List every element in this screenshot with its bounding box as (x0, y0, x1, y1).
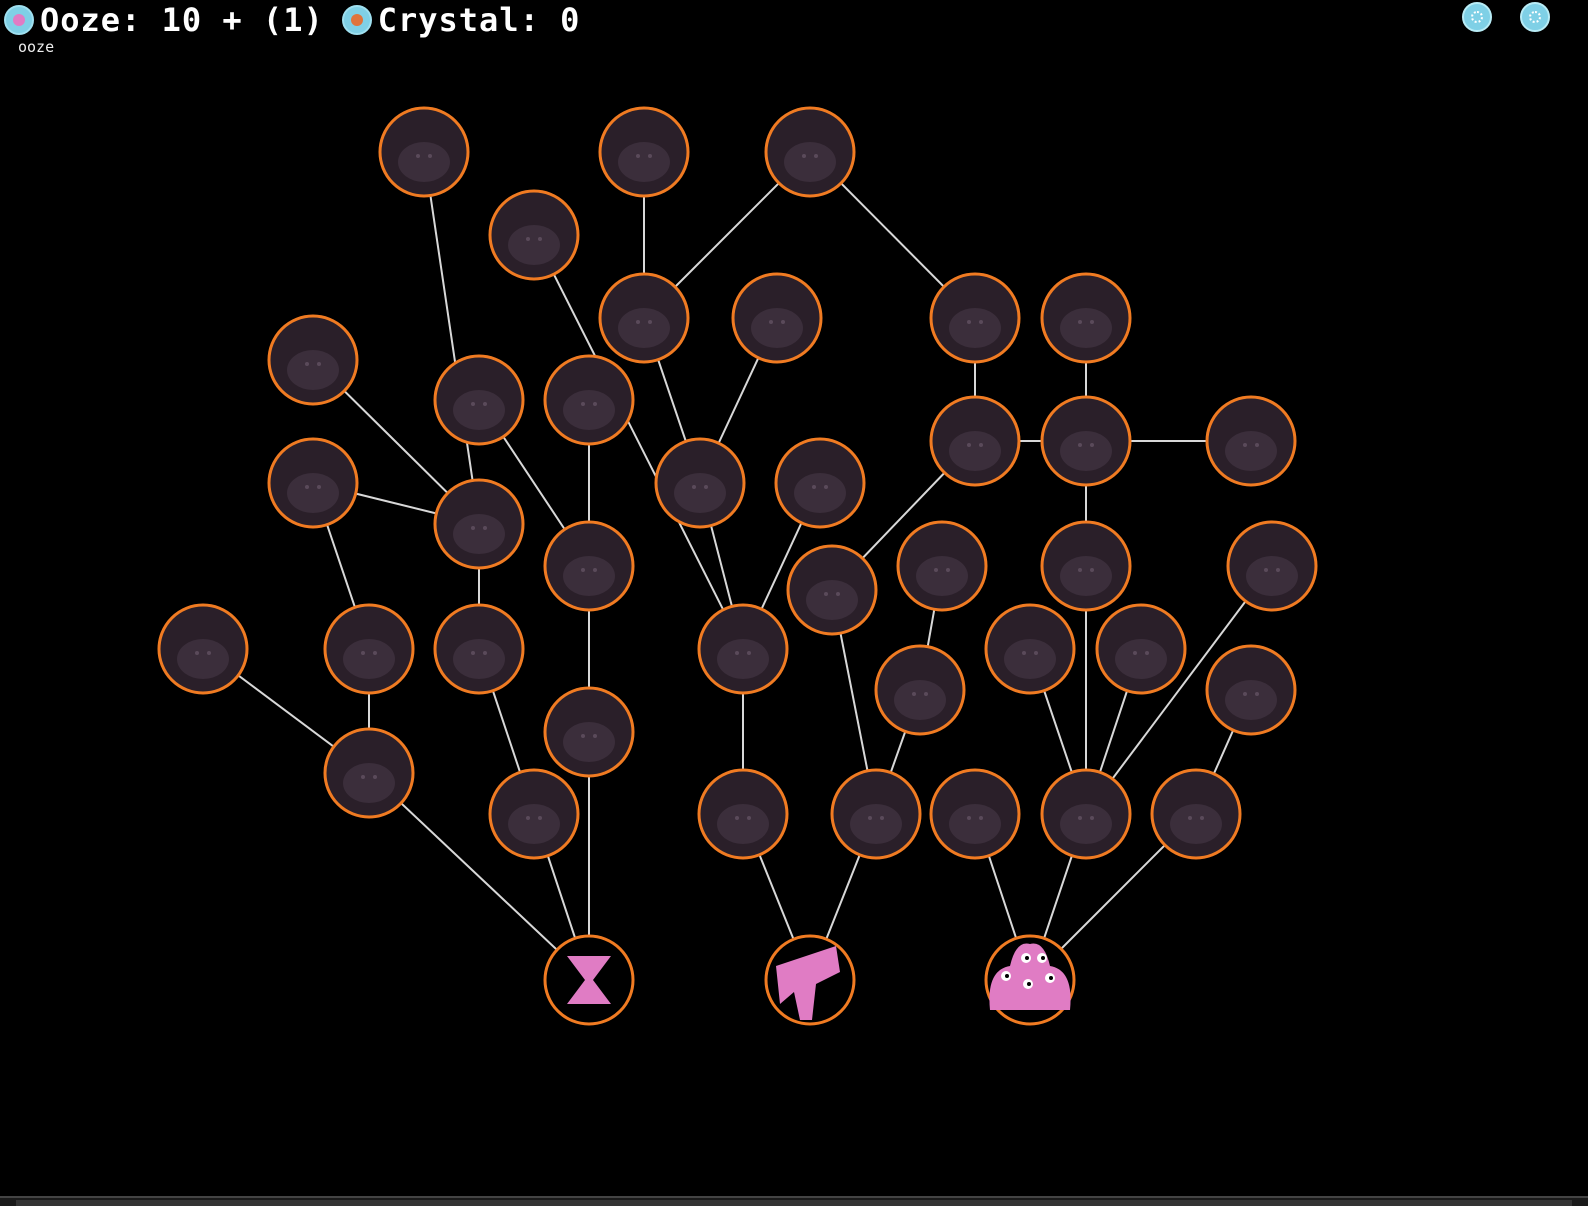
ghost-icon (916, 556, 968, 596)
n-spider-web[interactable] (433, 354, 525, 446)
jellyfish-icon (563, 722, 615, 762)
n-cursed-altar[interactable] (378, 106, 470, 198)
spider-icon (453, 390, 505, 430)
mushroom-slime-icon (563, 390, 615, 430)
n-chain[interactable] (1205, 395, 1297, 487)
n-rune[interactable] (929, 395, 1021, 487)
crystal-counter: Crystal: 0 (377, 1, 581, 39)
n-castle[interactable] (267, 314, 359, 406)
n-rift-slime[interactable] (764, 934, 856, 1026)
castle-hill-icon (287, 350, 339, 390)
n-flower[interactable] (786, 544, 878, 636)
n-multi-eye-slime[interactable] (984, 934, 1076, 1026)
n-jellyfish[interactable] (543, 686, 635, 778)
box-icon (794, 473, 846, 513)
n-factory[interactable] (598, 272, 690, 364)
n-hat[interactable] (984, 603, 1076, 695)
n-cracked-egg[interactable] (929, 768, 1021, 860)
tiny-mark-icon (949, 308, 1001, 348)
slime-blob-icon (1060, 431, 1112, 471)
n-box[interactable] (774, 437, 866, 529)
rune-scribble-icon (949, 431, 1001, 471)
chain-loop-icon (1225, 431, 1277, 471)
settings-gear-icon[interactable] (1462, 2, 1492, 32)
flower-icon (806, 580, 858, 620)
menu-gear-icon[interactable] (1520, 2, 1550, 32)
n-ghost[interactable] (896, 520, 988, 612)
monster-icon (894, 680, 946, 720)
slime-drop-icon (343, 763, 395, 803)
n-angry-block[interactable] (764, 106, 856, 198)
bird-shield-icon (287, 473, 339, 513)
lightning-bolt-icon (508, 225, 560, 265)
tree-edge (533, 234, 744, 650)
n-storm-cloud[interactable] (731, 272, 823, 364)
crosshair-icon (177, 639, 229, 679)
n-spike[interactable] (433, 478, 525, 570)
n-small-dot[interactable] (929, 272, 1021, 364)
slime-smile-icon (850, 804, 902, 844)
hourglass-icon (567, 956, 611, 1004)
scrollbar-thumb[interactable] (16, 1200, 1572, 1206)
tree-edge (1085, 565, 1273, 815)
n-slime-smile[interactable] (830, 768, 922, 860)
spike-icon (453, 514, 505, 554)
n-lightning[interactable] (488, 189, 580, 281)
sleep-z-icon (1225, 680, 1277, 720)
n-spider-legs[interactable] (1150, 768, 1242, 860)
tree-edge (423, 151, 480, 525)
n-slime-drop[interactable] (323, 727, 415, 819)
n-crosshair[interactable] (157, 603, 249, 695)
resource-bar: Ooze: 10 + (1) Crystal: 0 (0, 0, 594, 40)
horizontal-scrollbar[interactable] (0, 1196, 1588, 1206)
n-clover-slime[interactable] (697, 768, 789, 860)
tombstone-icon (343, 639, 395, 679)
n-axe[interactable] (1095, 603, 1187, 695)
rift-slime-icon (776, 946, 840, 1020)
n-diamond[interactable] (654, 437, 746, 529)
bone-icon (1246, 556, 1298, 596)
diamond-icon (674, 473, 726, 513)
factory-icon (618, 308, 670, 348)
n-quill[interactable] (1040, 272, 1132, 364)
n-web-eye[interactable] (543, 520, 635, 612)
n-pinwheel[interactable] (488, 768, 580, 860)
angry-block-icon (784, 142, 836, 182)
hat-icon (1004, 639, 1056, 679)
n-swirl[interactable] (433, 603, 525, 695)
swirl-icon (453, 639, 505, 679)
altar-silhouette-icon (398, 142, 450, 182)
eye-portal-icon (1060, 556, 1112, 596)
crown-slime-icon (1060, 804, 1112, 844)
crystal-orb-icon (341, 5, 372, 35)
clover-slime-icon (717, 804, 769, 844)
n-slime-face[interactable] (697, 603, 789, 695)
n-tombstone[interactable] (323, 603, 415, 695)
ooze-orb-icon (4, 5, 34, 35)
ooze-counter: Ooze: 10 + (1) (40, 1, 324, 39)
n-mushroom-slime[interactable] (543, 354, 635, 446)
cracked-egg-icon (949, 804, 1001, 844)
tree-name-label: ooze (18, 38, 55, 56)
web-eye-icon (563, 556, 615, 596)
n-gem[interactable] (598, 106, 690, 198)
quill-icon (1060, 308, 1112, 348)
storm-cloud-icon (751, 308, 803, 348)
axe-icon (1115, 639, 1167, 679)
n-crown-slime[interactable] (1040, 768, 1132, 860)
diamond-gem-icon (618, 142, 670, 182)
n-bird-shield[interactable] (267, 437, 359, 529)
pinwheel-icon (508, 804, 560, 844)
n-monster[interactable] (874, 644, 966, 736)
n-bone[interactable] (1226, 520, 1318, 612)
n-slime-blob[interactable] (1040, 395, 1132, 487)
n-sleep[interactable] (1205, 644, 1297, 736)
tree-edge (368, 772, 590, 981)
n-hourglass[interactable] (543, 934, 635, 1026)
n-eye-portal[interactable] (1040, 520, 1132, 612)
multi-eye-slime-icon (989, 943, 1071, 1010)
spider-legs-icon (1170, 804, 1222, 844)
slime-face-icon (717, 639, 769, 679)
